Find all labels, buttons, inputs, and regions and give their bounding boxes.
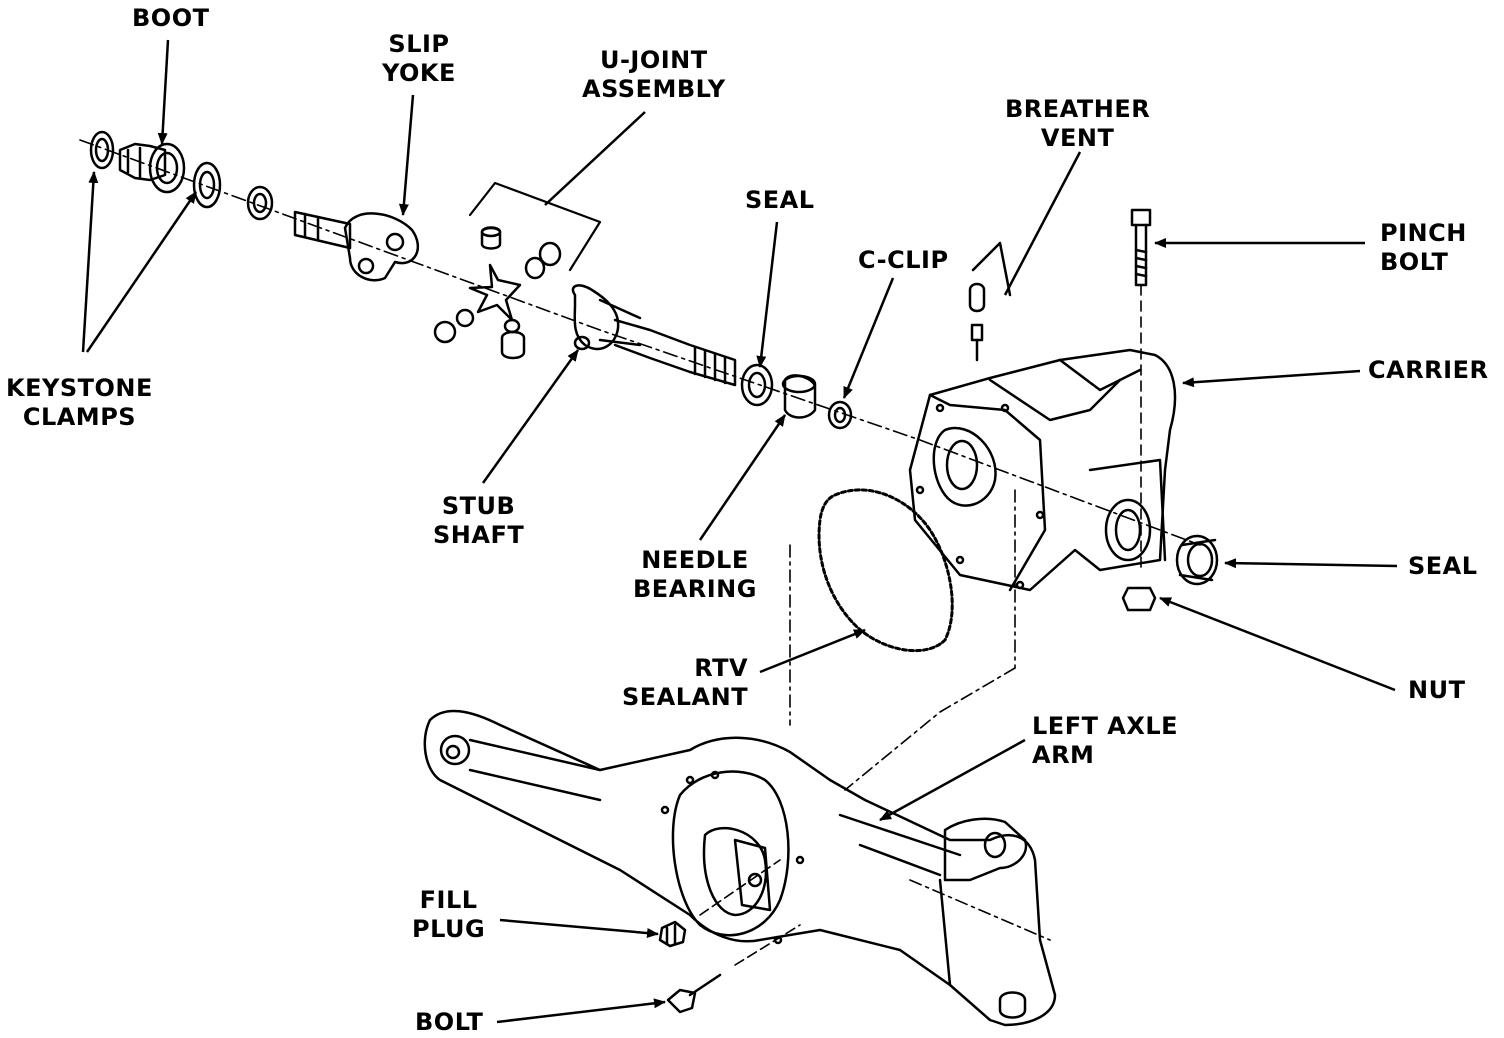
leader-u-joint	[544, 111, 646, 206]
keystone-clamp-right	[192, 161, 222, 209]
arrow-c-clip	[842, 277, 895, 399]
label-bolt: BOLT	[415, 1008, 484, 1036]
arrow-needle-bearing	[698, 414, 787, 541]
label-c-clip: C-CLIP	[858, 246, 949, 274]
nut-part	[1121, 586, 1157, 612]
arrow-fill-plug	[499, 918, 659, 939]
axle-centerline	[909, 879, 1051, 941]
left-axle-arm-part	[423, 709, 1057, 1027]
arrow-boot	[157, 39, 170, 145]
label-needle-bearing: NEEDLE BEARING	[633, 546, 757, 603]
arrow-seal-right	[1224, 558, 1398, 569]
seal-part	[740, 363, 774, 407]
needle-bearing-part	[781, 374, 817, 419]
arrow-keystone-left	[81, 171, 99, 353]
slip-yoke-part	[293, 210, 420, 282]
label-rtv-sealant: RTV SEALANT	[622, 654, 749, 711]
arrow-rtv-sealant	[759, 628, 866, 674]
label-keystone-clamps: KEYSTONE CLAMPS	[6, 374, 153, 431]
label-stub-shaft: STUB SHAFT	[433, 492, 525, 549]
arrow-left-axle-arm	[879, 738, 1026, 822]
seal-right-part	[1175, 534, 1219, 586]
label-slip-yoke: SLIP YOKE	[382, 30, 456, 87]
label-boot: BOOT	[132, 4, 210, 32]
fill-plug-guide	[699, 859, 781, 916]
label-seal-top: SEAL	[745, 186, 815, 214]
label-left-axle-arm: LEFT AXLE ARM	[1032, 712, 1179, 769]
arrow-seal	[756, 221, 779, 368]
carrier-housing	[908, 348, 1177, 592]
fill-plug-part	[658, 920, 687, 948]
label-nut: NUT	[1408, 676, 1466, 704]
pinch-bolt-part	[1130, 208, 1152, 571]
label-pinch-bolt: PINCH BOLT	[1380, 219, 1467, 276]
leader-breather-vent	[1003, 151, 1082, 296]
ring-part	[246, 185, 274, 221]
label-seal-right: SEAL	[1408, 552, 1478, 580]
stub-shaft-part	[571, 284, 737, 387]
keystone-clamp-left	[89, 130, 115, 170]
label-u-joint-assembly: U-JOINT ASSEMBLY	[582, 46, 726, 103]
arrow-carrier	[1182, 369, 1361, 388]
label-carrier: CARRIER	[1368, 356, 1489, 384]
bolt-part	[666, 924, 801, 1014]
guide-line-diagonal	[844, 667, 1016, 791]
arrow-slip-yoke	[398, 94, 415, 216]
u-joint-assembly-parts	[433, 226, 562, 360]
arrow-bolt	[496, 998, 666, 1024]
breather-vent-part	[968, 241, 1012, 362]
label-fill-plug: FILL PLUG	[412, 886, 486, 943]
rtv-sealant-bead	[817, 488, 954, 653]
center-axis-line	[79, 139, 1201, 546]
arrow-stub-shaft	[481, 349, 580, 484]
c-clip-part	[827, 400, 853, 430]
boot-part	[118, 142, 186, 194]
label-breather-vent: BREATHER VENT	[1005, 95, 1151, 152]
arrow-nut	[1159, 596, 1396, 692]
arrow-keystone-right	[85, 191, 198, 353]
